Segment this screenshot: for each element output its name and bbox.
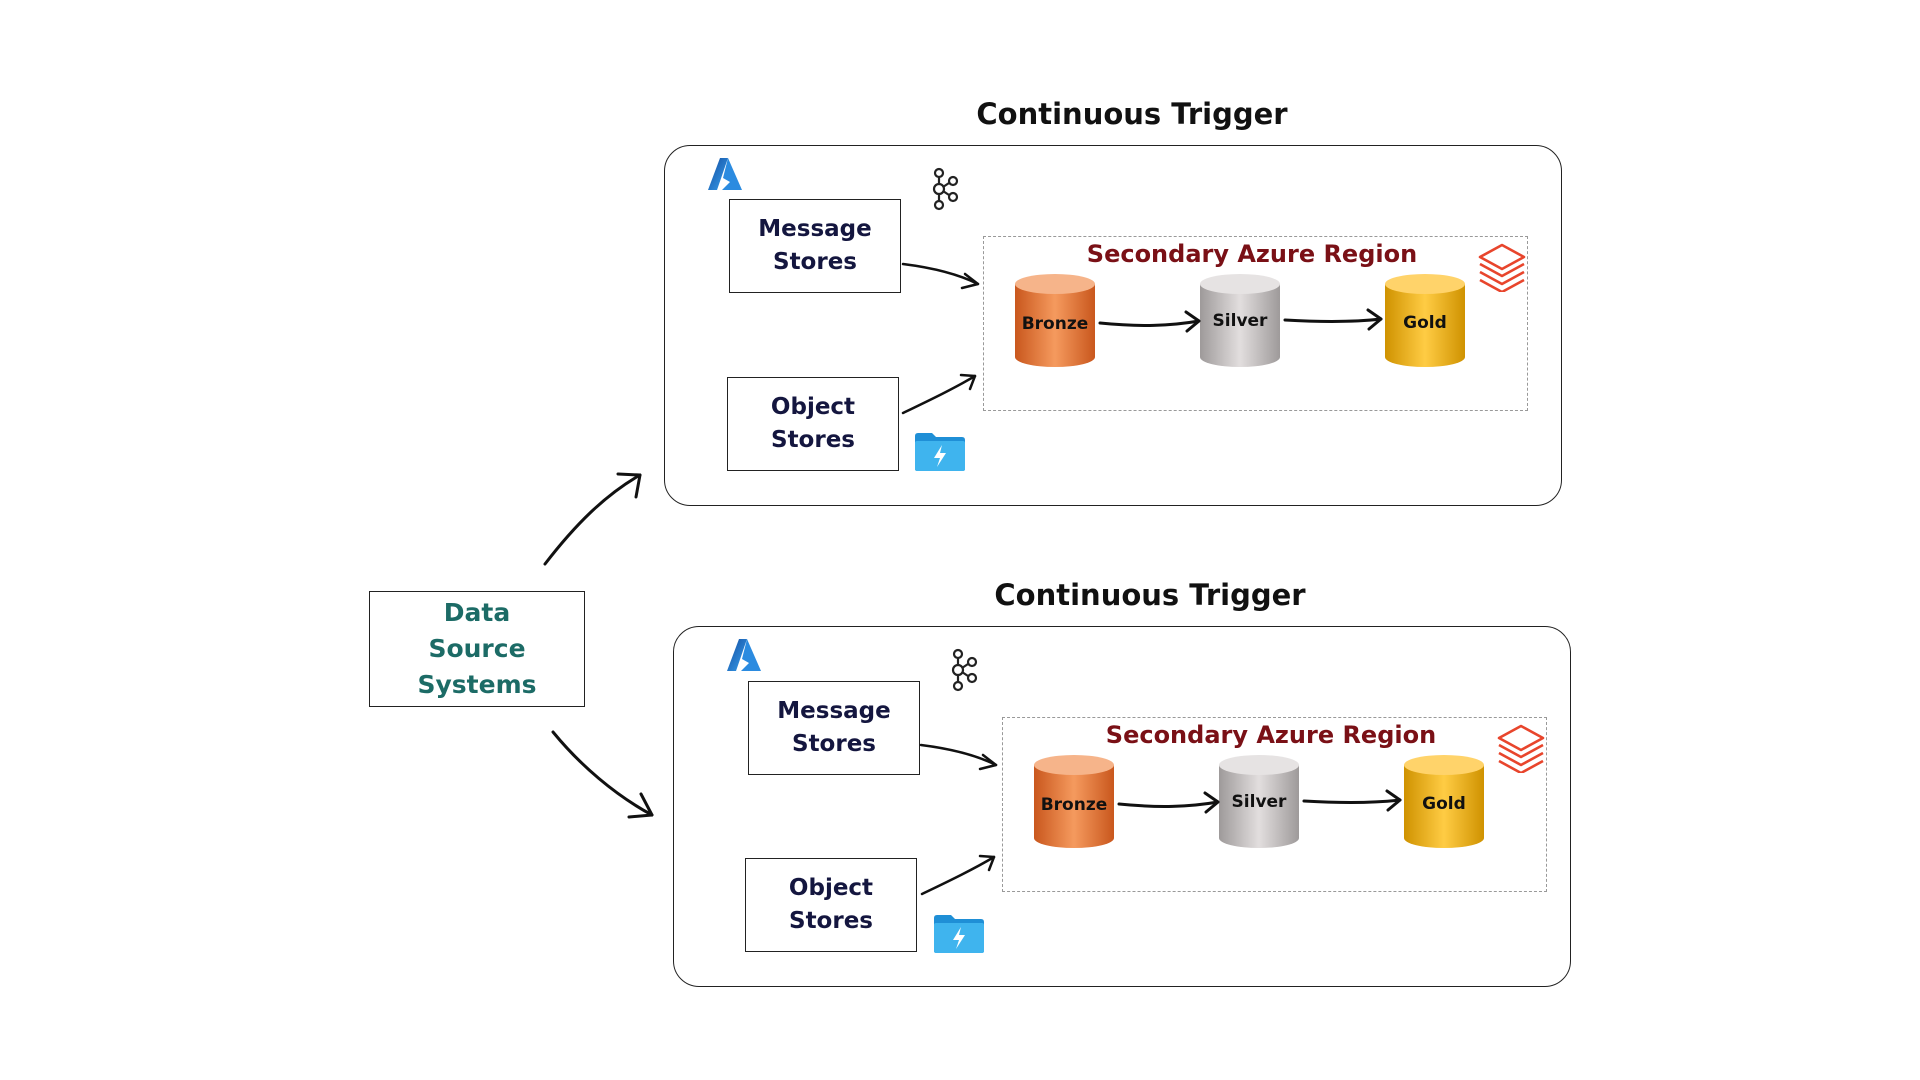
panel-1-bronze-cylinder bbox=[1015, 274, 1095, 367]
azure-icon bbox=[708, 158, 742, 190]
object-stores-line-2: Stores bbox=[789, 908, 873, 934]
source-label-line-2: Source bbox=[428, 634, 526, 663]
panel-2-silver-cylinder bbox=[1219, 755, 1299, 848]
panel-2-message-stores-box: Message Stores bbox=[748, 681, 920, 775]
message-stores-line-2: Stores bbox=[773, 249, 857, 275]
message-stores-line-1: Message bbox=[777, 698, 891, 724]
panel-1-title: Continuous Trigger bbox=[976, 97, 1288, 131]
arrow-to-top-panel bbox=[543, 473, 642, 566]
panel-1-object-stores-box: Object Stores bbox=[727, 377, 899, 471]
panel-1-message-stores-box: Message Stores bbox=[729, 199, 901, 293]
panel-2-silver-label: Silver bbox=[1231, 792, 1287, 812]
panel-2-bronze-label: Bronze bbox=[1040, 795, 1108, 815]
databricks-icon bbox=[1497, 724, 1545, 773]
azure-icon bbox=[727, 639, 761, 671]
message-stores-line-1: Message bbox=[758, 216, 872, 242]
object-stores-line-2: Stores bbox=[771, 427, 855, 453]
arrow-to-bottom-panel bbox=[551, 730, 654, 817]
kafka-icon bbox=[932, 167, 959, 211]
panel-1-silver-cylinder bbox=[1200, 274, 1280, 367]
data-source-systems-box: Data Source Systems bbox=[369, 591, 585, 707]
panel-2-bronze-cylinder bbox=[1034, 755, 1114, 848]
panel-2-region-title: Secondary Azure Region bbox=[1105, 721, 1437, 749]
panel-1-silver-label: Silver bbox=[1212, 311, 1268, 331]
panel-1-bronze-label: Bronze bbox=[1021, 314, 1089, 334]
object-stores-line-1: Object bbox=[770, 394, 856, 420]
panel-2-object-stores-box: Object Stores bbox=[745, 858, 917, 952]
source-label-line-3: Systems bbox=[417, 670, 537, 699]
panel-1-gold-label: Gold bbox=[1403, 313, 1447, 333]
panel-1-region-title: Secondary Azure Region bbox=[1086, 240, 1418, 268]
source-label-line-1: Data bbox=[443, 598, 511, 627]
panel-2-title: Continuous Trigger bbox=[994, 578, 1306, 612]
panel-1-gold-cylinder bbox=[1385, 274, 1465, 367]
storage-folder-icon bbox=[934, 915, 984, 953]
databricks-icon bbox=[1478, 243, 1526, 292]
message-stores-line-2: Stores bbox=[792, 731, 876, 757]
storage-folder-icon bbox=[915, 433, 965, 471]
panel-2-gold-cylinder bbox=[1404, 755, 1484, 848]
kafka-icon bbox=[951, 648, 978, 692]
object-stores-line-1: Object bbox=[788, 875, 874, 901]
panel-2-gold-label: Gold bbox=[1422, 794, 1466, 814]
